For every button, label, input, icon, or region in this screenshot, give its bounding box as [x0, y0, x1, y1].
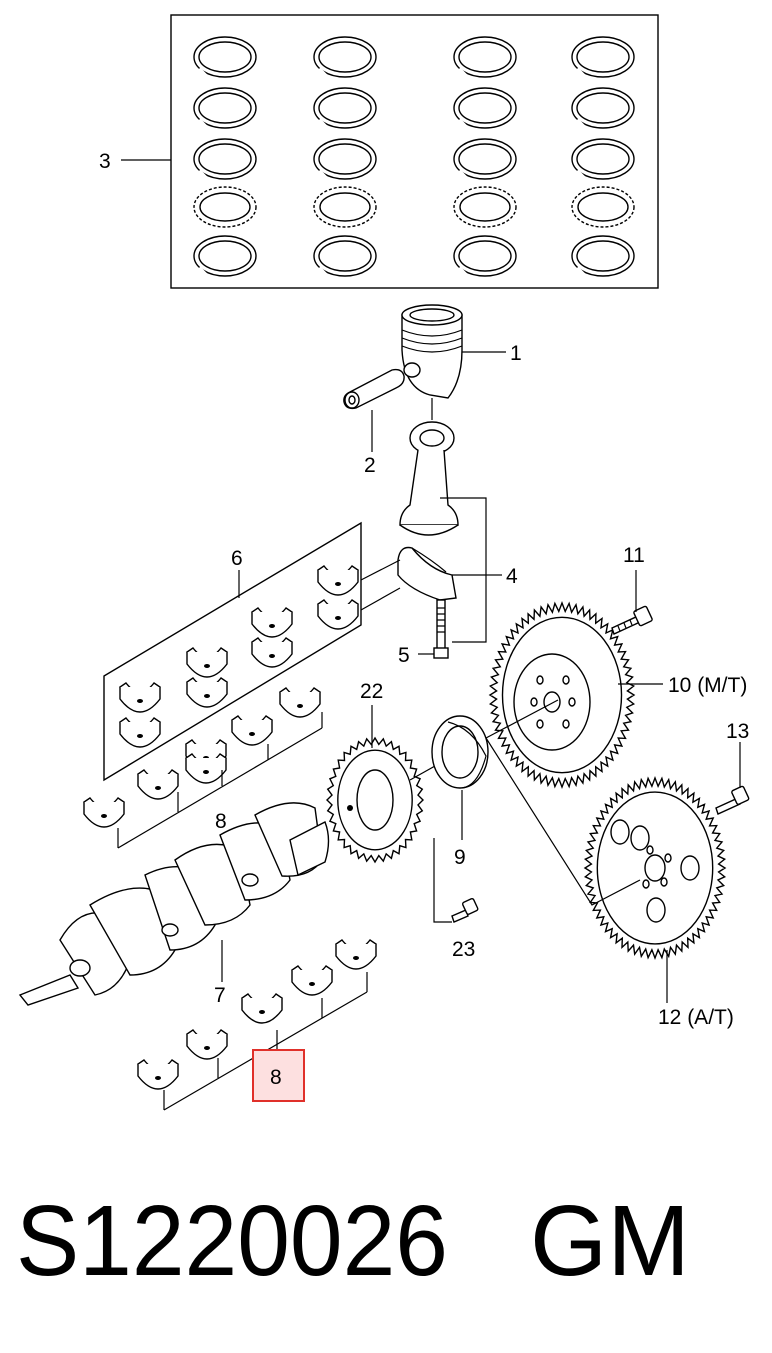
rod-bearing-shell: [186, 677, 228, 708]
label-5: 5: [398, 644, 410, 667]
rod-bearing-shell: [251, 607, 293, 638]
piston-ring-set[interactable]: [170, 14, 659, 289]
rod-bearing-shell: [317, 565, 359, 596]
piston-pin[interactable]: [343, 368, 405, 410]
compression-ring: [312, 86, 378, 130]
highlight-box[interactable]: [252, 1049, 305, 1102]
compression-ring: [192, 35, 258, 79]
main-bearing-shell-upper: [185, 753, 227, 784]
compression-ring: [570, 35, 636, 79]
compression-ring: [570, 137, 636, 181]
flexplate-bolt[interactable]: [715, 785, 750, 815]
label-3: 3: [99, 150, 111, 173]
compression-ring: [452, 234, 518, 278]
label-6: 6: [231, 547, 243, 570]
rod-cap[interactable]: [397, 546, 457, 601]
label-1: 1: [510, 342, 522, 365]
main-bearing-shell-upper: [83, 797, 125, 828]
oil-ring: [313, 186, 377, 228]
flywheel-mt[interactable]: [488, 601, 636, 789]
main-bearing-shell-lower: [335, 939, 377, 970]
rod-bearing-shell: [119, 682, 161, 713]
compression-ring: [312, 234, 378, 278]
main-bearing-shell-upper: [231, 715, 273, 746]
part-number: S1220026: [16, 1185, 448, 1297]
compression-ring: [570, 234, 636, 278]
rod-bearing-shell: [186, 647, 228, 678]
compression-ring: [192, 86, 258, 130]
compression-ring: [312, 35, 378, 79]
label-23: 23: [452, 938, 475, 961]
label-8-upper: 8: [215, 810, 227, 833]
compression-ring: [192, 234, 258, 278]
label-2: 2: [364, 454, 376, 477]
label-4: 4: [506, 565, 518, 588]
label-9: 9: [454, 846, 466, 869]
rod-bearing-shell: [317, 599, 359, 630]
compression-ring: [452, 137, 518, 181]
label-12: 12 (A/T): [658, 1006, 734, 1029]
label-7: 7: [214, 984, 226, 1007]
main-bearings-upper[interactable]: [83, 687, 323, 849]
oil-ring: [571, 186, 635, 228]
main-bearing-shell-upper: [137, 769, 179, 800]
piston[interactable]: [401, 304, 463, 420]
label-10: 10 (M/T): [668, 674, 747, 697]
compression-ring: [312, 137, 378, 181]
main-bearing-shell-lower: [241, 993, 283, 1024]
crank-sprocket[interactable]: [325, 736, 425, 864]
compression-ring: [570, 86, 636, 130]
compression-ring: [452, 35, 518, 79]
flywheel-bolt[interactable]: [611, 605, 653, 635]
rod-bearing-set[interactable]: [103, 521, 362, 782]
main-bearing-shell-lower: [186, 1029, 228, 1060]
sprocket-bolt[interactable]: [451, 897, 479, 923]
oil-ring: [193, 186, 257, 228]
oil-ring: [453, 186, 517, 228]
compression-ring: [452, 86, 518, 130]
connecting-rod[interactable]: [399, 421, 459, 536]
rod-bolt[interactable]: [433, 599, 449, 659]
label-11: 11: [623, 544, 645, 567]
label-22: 22: [360, 680, 383, 703]
compression-ring: [192, 137, 258, 181]
oil-seal[interactable]: [431, 715, 489, 789]
flexplate-at[interactable]: [583, 776, 727, 960]
rod-bearing-shell: [119, 717, 161, 748]
crankshaft[interactable]: [18, 802, 330, 1006]
brand-name: GM: [530, 1185, 690, 1297]
rod-bearing-shell: [251, 637, 293, 668]
main-bearing-shell-lower: [291, 965, 333, 996]
label-8-highlighted: 8: [270, 1066, 282, 1089]
main-bearing-shell-lower: [137, 1059, 179, 1090]
main-bearing-shell-upper: [279, 687, 321, 718]
label-13: 13: [726, 720, 749, 743]
